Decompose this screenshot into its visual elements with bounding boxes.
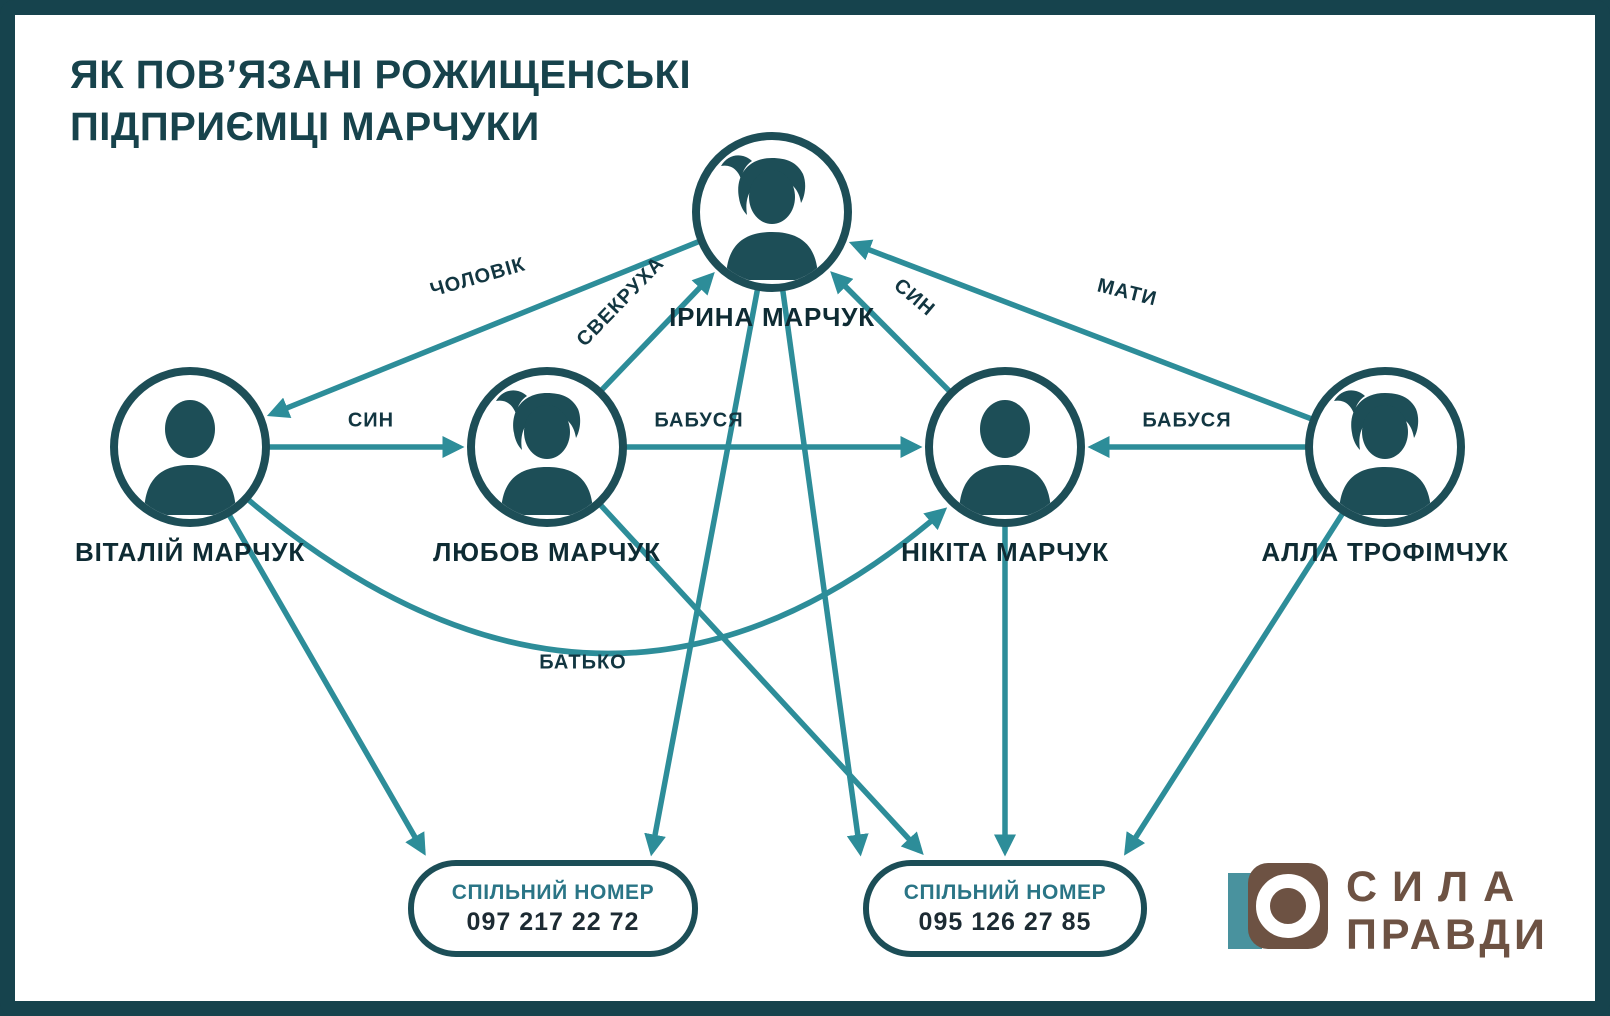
- shared-number-box-right: СПІЛЬНИЙ НОМЕР 095 126 27 85: [863, 860, 1147, 957]
- person-name: АЛЛА ТРОФІМЧУК: [1261, 537, 1509, 567]
- logo-text-line-2: ПРАВДИ: [1346, 911, 1549, 959]
- person-node-nikita: НІКІТА МАРЧУК: [901, 367, 1108, 567]
- arrow-lyubov-to-right-box: [544, 445, 924, 856]
- person-node-alla: АЛЛА ТРОФІМЧУК: [1261, 367, 1508, 567]
- shared-number-label: СПІЛЬНИЙ НОМЕР: [451, 880, 655, 904]
- male-avatar-icon: [144, 400, 236, 515]
- arrow-iryna-to-vitaliy: [266, 209, 774, 419]
- arrow-alla-to-iryna: [848, 239, 1386, 450]
- arrow-iryna-to-right-box: [769, 211, 869, 857]
- person-node-lyubov: ЛЮБОВ МАРЧУК: [433, 367, 660, 567]
- shared-number-box-left: СПІЛЬНИЙ НОМЕР 097 217 22 72: [408, 860, 698, 957]
- female-avatar-icon: [721, 155, 818, 280]
- shared-number-value: 095 126 27 85: [918, 907, 1092, 936]
- edge-label-syn: СИН: [347, 409, 395, 432]
- logo-text-line-1: СИЛА: [1346, 862, 1530, 911]
- page-title-line-1: ЯК ПОВ’ЯЗАНІ РОЖИЩЕНСЬКІ: [70, 53, 692, 97]
- person-node-iryna: ІРИНА МАРЧУК: [669, 132, 874, 332]
- page-title: ЯК ПОВ’ЯЗАНІ РОЖИЩЕНСЬКІ ПІДПРИЄМЦІ МАРЧ…: [70, 49, 691, 153]
- avatar-circle: [925, 367, 1085, 527]
- person-node-vitaliy: ВІТАЛІЙ МАРЧУК: [75, 367, 304, 567]
- avatar-circle: [692, 132, 852, 292]
- sila-pravdy-logo-mark-icon: [1228, 863, 1328, 949]
- person-name: НІКІТА МАРЧУК: [901, 537, 1109, 567]
- female-avatar-icon: [496, 390, 593, 515]
- edge-label-babusya-right: БАБУСЯ: [1142, 409, 1232, 432]
- edge-label-babusya-left: БАБУСЯ: [654, 409, 744, 432]
- avatar-circle: [110, 367, 270, 527]
- arrow-iryna-to-left-box: [644, 211, 775, 857]
- female-avatar-icon: [1334, 390, 1431, 515]
- avatar-circle: [1305, 367, 1465, 527]
- person-name: ЛЮБОВ МАРЧУК: [433, 537, 661, 567]
- edge-label-batko: БАТЬКО: [539, 651, 627, 674]
- page-title-line-2: ПІДПРИЄМЦІ МАРЧУКИ: [70, 105, 540, 149]
- sila-pravdy-logo: СИЛА ПРАВДИ: [1228, 861, 1549, 961]
- person-name: ІРИНА МАРЧУК: [669, 302, 875, 332]
- male-avatar-icon: [959, 400, 1051, 515]
- shared-number-label: СПІЛЬНИЙ НОМЕР: [903, 880, 1107, 904]
- sila-pravdy-logo-text: СИЛА ПРАВДИ: [1346, 863, 1549, 959]
- arrow-vitaliy-to-nikita-curve: [188, 445, 948, 657]
- person-name: ВІТАЛІЙ МАРЧУК: [74, 537, 306, 567]
- shared-number-value: 097 217 22 72: [466, 907, 640, 936]
- avatar-circle: [467, 367, 627, 527]
